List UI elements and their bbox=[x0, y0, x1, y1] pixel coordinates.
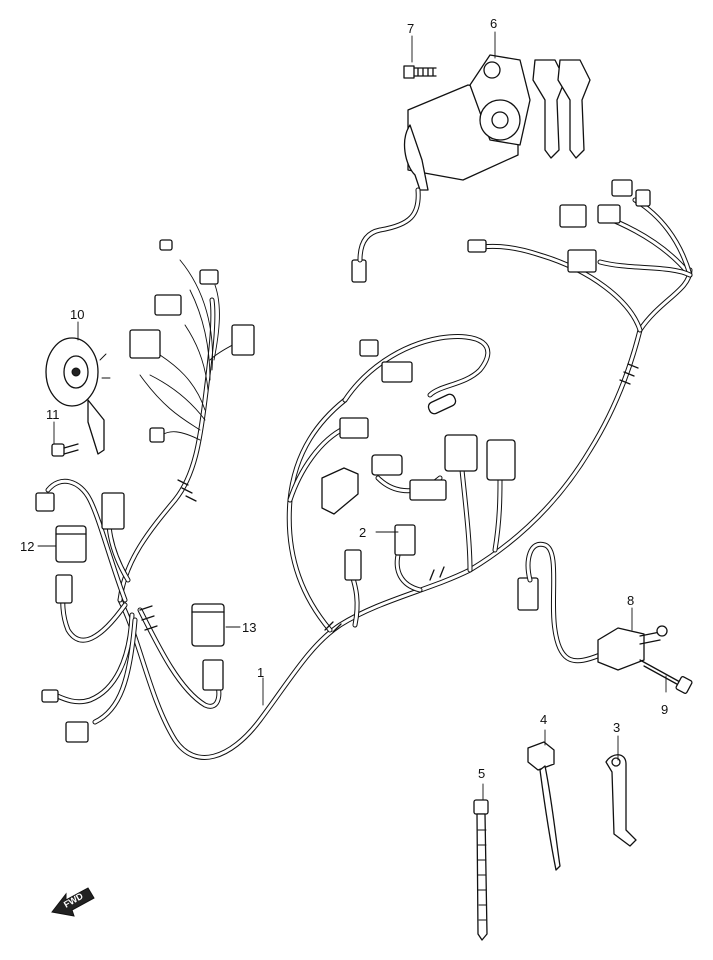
fwd-direction-badge: FWD bbox=[51, 887, 95, 917]
callout-7: 7 bbox=[407, 21, 414, 36]
connector-tr-4 bbox=[567, 249, 597, 273]
callout-2: 2 bbox=[359, 525, 366, 540]
forward-arrow-icon bbox=[51, 887, 95, 917]
connector-mid-3 bbox=[381, 361, 413, 383]
connector-bottom-13 bbox=[202, 659, 224, 691]
connector-group bbox=[35, 179, 651, 743]
callout-5: 5 bbox=[478, 766, 485, 781]
callout-leaders bbox=[37, 31, 667, 801]
callout-4: 4 bbox=[540, 712, 547, 727]
bolt-part-11[interactable] bbox=[51, 443, 79, 457]
clamp-part-3[interactable] bbox=[605, 754, 637, 847]
terminal-ring bbox=[427, 393, 457, 415]
callout-1: 1 bbox=[257, 665, 264, 680]
callout-10: 10 bbox=[70, 307, 84, 322]
clamp-part-4[interactable] bbox=[527, 741, 561, 871]
connector-tr-3 bbox=[611, 179, 633, 197]
connector-mid-5 bbox=[394, 524, 416, 556]
connector-left-4 bbox=[41, 689, 59, 703]
callout-6: 6 bbox=[490, 16, 497, 31]
connector-mid-7 bbox=[486, 439, 516, 481]
callout-12: 12 bbox=[20, 539, 34, 554]
callout-8: 8 bbox=[627, 593, 634, 608]
connector-ul-4 bbox=[129, 329, 161, 359]
cable-tie-part-5[interactable] bbox=[473, 799, 489, 941]
callout-3: 3 bbox=[613, 720, 620, 735]
connector-ul-1 bbox=[159, 239, 173, 251]
callout-labels: 1 2 3 4 5 6 7 8 9 10 11 12 13 bbox=[20, 16, 668, 781]
connector-left-3 bbox=[55, 574, 73, 604]
horn-part-10[interactable] bbox=[45, 337, 111, 455]
connector-left-5 bbox=[65, 721, 89, 743]
connector-tr-2 bbox=[597, 204, 621, 224]
main-wiring-harness[interactable] bbox=[45, 197, 693, 760]
connector-ul-6 bbox=[149, 427, 165, 443]
connector-ul-3 bbox=[154, 294, 182, 316]
relay-part-12[interactable] bbox=[55, 525, 87, 563]
connector-mid-4 bbox=[344, 549, 362, 581]
connector-ul-2 bbox=[199, 269, 219, 285]
ignition-key-spare bbox=[557, 59, 591, 159]
connector-mid-9 bbox=[371, 454, 403, 476]
rubber-boot bbox=[321, 467, 359, 515]
screw-part-7[interactable] bbox=[403, 65, 437, 79]
connector-mid-2 bbox=[359, 339, 379, 357]
connector-top-center bbox=[467, 239, 487, 253]
callout-11: 11 bbox=[46, 407, 60, 422]
callout-13: 13 bbox=[242, 620, 256, 635]
connector-left-1 bbox=[35, 492, 55, 512]
bolt-part-9[interactable] bbox=[639, 659, 693, 694]
connector-ul-5 bbox=[231, 324, 255, 356]
connector-mid-1 bbox=[339, 417, 369, 439]
connector-right-8 bbox=[517, 577, 539, 611]
connector-left-2 bbox=[101, 492, 125, 530]
connector-tr-1 bbox=[559, 204, 587, 228]
callout-9: 9 bbox=[661, 702, 668, 717]
connector-mid-6 bbox=[444, 434, 478, 472]
connector-mid-8 bbox=[409, 479, 447, 501]
relay-part-13[interactable] bbox=[191, 603, 225, 647]
holder-part-8[interactable] bbox=[597, 625, 668, 671]
connector-tr-5 bbox=[635, 189, 651, 207]
ignition-switch-part-6[interactable] bbox=[357, 54, 591, 263]
connector-ignition-lead bbox=[351, 259, 367, 283]
